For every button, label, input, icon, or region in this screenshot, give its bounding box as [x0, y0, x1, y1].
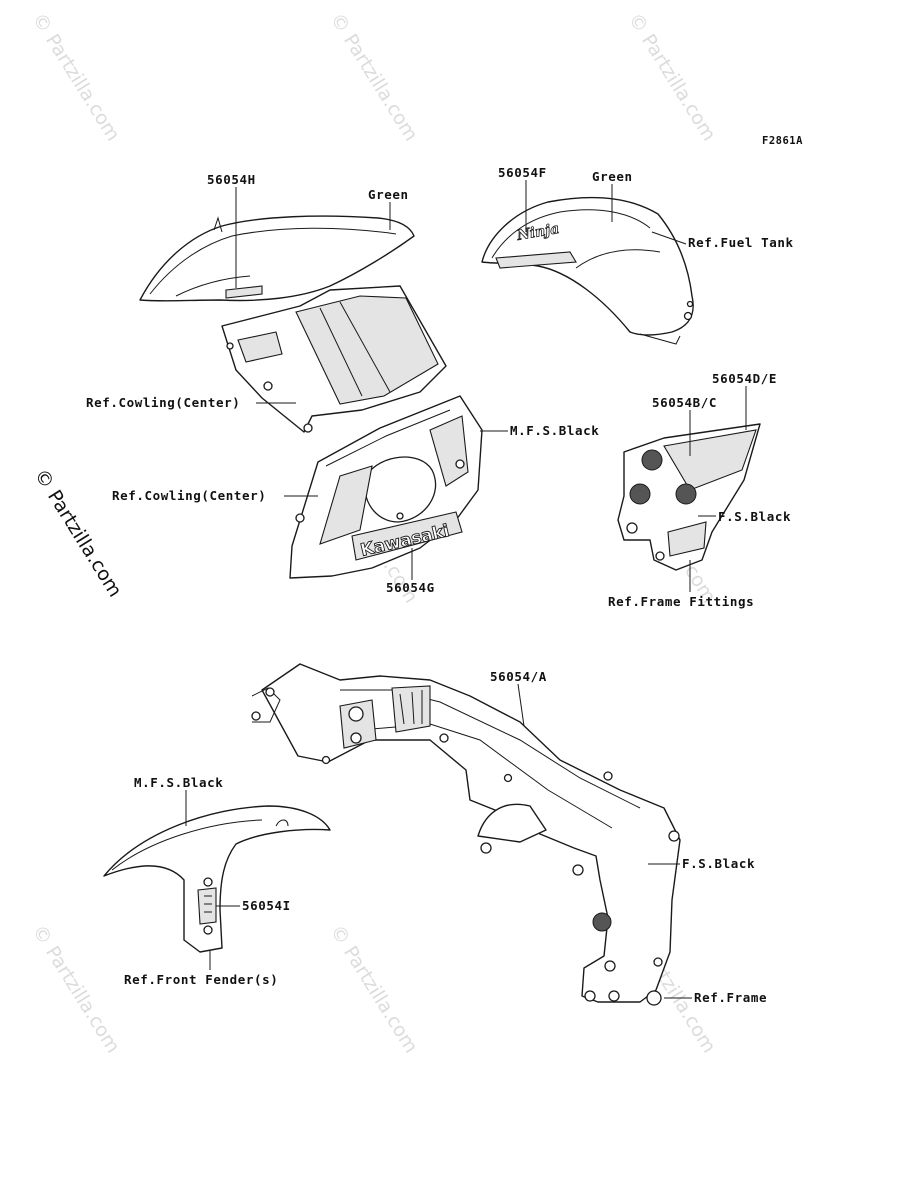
label-ref-cowling-center-2[interactable]: Ref.Cowling(Center)	[112, 488, 266, 503]
upper-cowling-part	[139, 215, 415, 302]
label-ref-frame[interactable]: Ref.Frame	[694, 990, 767, 1005]
label-56054D-E[interactable]: 56054D/E	[712, 371, 777, 386]
label-fs-black-1: F.S.Black	[718, 509, 791, 524]
leader-56054-A	[517, 683, 525, 727]
frame-fitting-part	[617, 423, 761, 571]
label-fs-black-2: F.S.Black	[682, 856, 755, 871]
label-56054I[interactable]: 56054I	[242, 898, 291, 913]
label-56054H[interactable]: 56054H	[207, 172, 256, 187]
center-cowling-lower-part: Kawasaki	[289, 395, 483, 579]
label-ref-cowling-center-1[interactable]: Ref.Cowling(Center)	[86, 395, 240, 410]
watermark-top-left: © Partzilla.com	[28, 9, 124, 145]
main-frame-part	[251, 663, 681, 1006]
watermark-bottom-center: © Partzilla.com	[326, 921, 422, 1057]
label-56054-A[interactable]: 56054/A	[490, 669, 547, 684]
label-green-1: Green	[368, 187, 409, 202]
label-ref-front-fenders[interactable]: Ref.Front Fender(s)	[124, 972, 278, 987]
figure-id: F2861A	[762, 135, 803, 147]
fuel-tank-part: Ninja	[481, 196, 694, 345]
label-mfs-black-2: M.F.S.Black	[134, 775, 223, 790]
watermark-side: © Partzilla.com	[30, 465, 126, 601]
label-56054F[interactable]: 56054F	[498, 165, 547, 180]
label-mfs-black-1: M.F.S.Black	[510, 423, 599, 438]
label-green-2: Green	[592, 169, 633, 184]
watermark-bottom-left: © Partzilla.com	[28, 921, 124, 1057]
leader-lines	[185, 180, 747, 999]
watermark-top-center: © Partzilla.com	[326, 9, 422, 145]
front-fender-part	[103, 805, 331, 953]
label-ref-frame-fittings[interactable]: Ref.Frame Fittings	[608, 594, 754, 609]
label-ref-fuel-tank[interactable]: Ref.Fuel Tank	[688, 235, 794, 250]
callout-labels: 56054H Green 56054F Green Ref.Fuel Tank …	[86, 165, 794, 1005]
watermark-top-right: © Partzilla.com	[624, 9, 720, 145]
label-56054G[interactable]: 56054G	[386, 580, 435, 595]
leader-ref-fuel-tank	[651, 231, 687, 245]
center-cowling-upper-part	[221, 285, 447, 433]
label-56054B-C[interactable]: 56054B/C	[652, 395, 717, 410]
